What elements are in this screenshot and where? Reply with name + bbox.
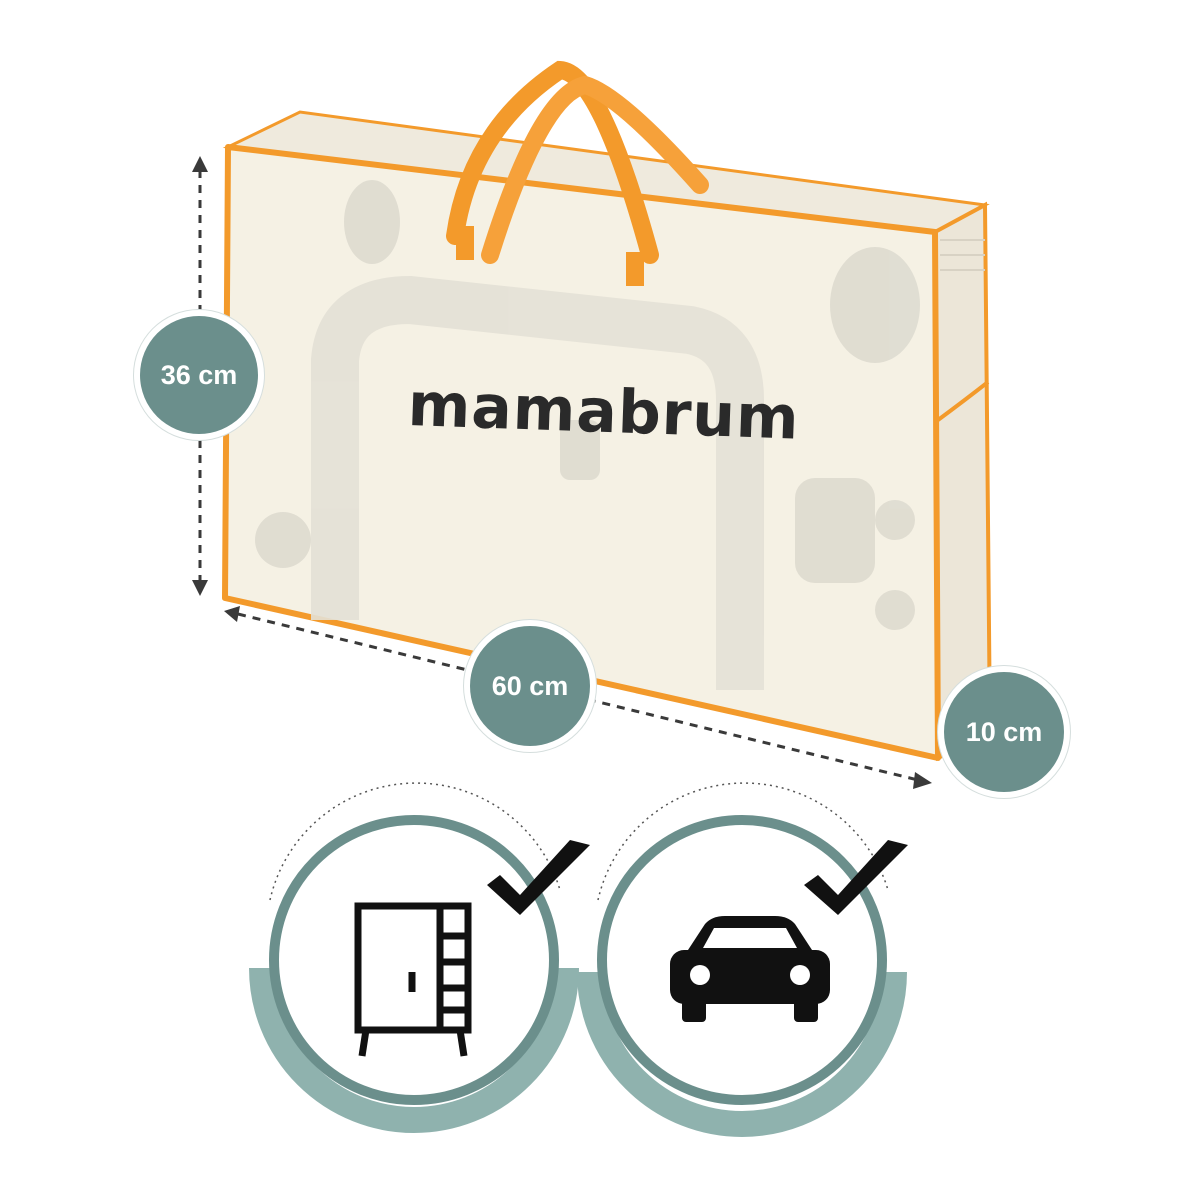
bag-print: [255, 180, 920, 690]
check-icon: [487, 840, 590, 915]
bag-handle-front: [481, 75, 709, 264]
height-badge: 36 cm: [140, 316, 258, 434]
brand-logo: mamabrum: [406, 370, 801, 454]
bag: [222, 60, 993, 762]
depth-badge: 10 cm: [944, 672, 1064, 792]
wardrobe-icon: [354, 902, 472, 1057]
height-arrow: [192, 156, 208, 596]
width-badge: 60 cm: [470, 626, 590, 746]
bag-handle-back: [446, 60, 659, 264]
feature-wardrobe: [249, 782, 590, 1133]
car-icon: [670, 916, 830, 1022]
feature-car: [577, 782, 908, 1137]
check-icon: [804, 840, 908, 915]
